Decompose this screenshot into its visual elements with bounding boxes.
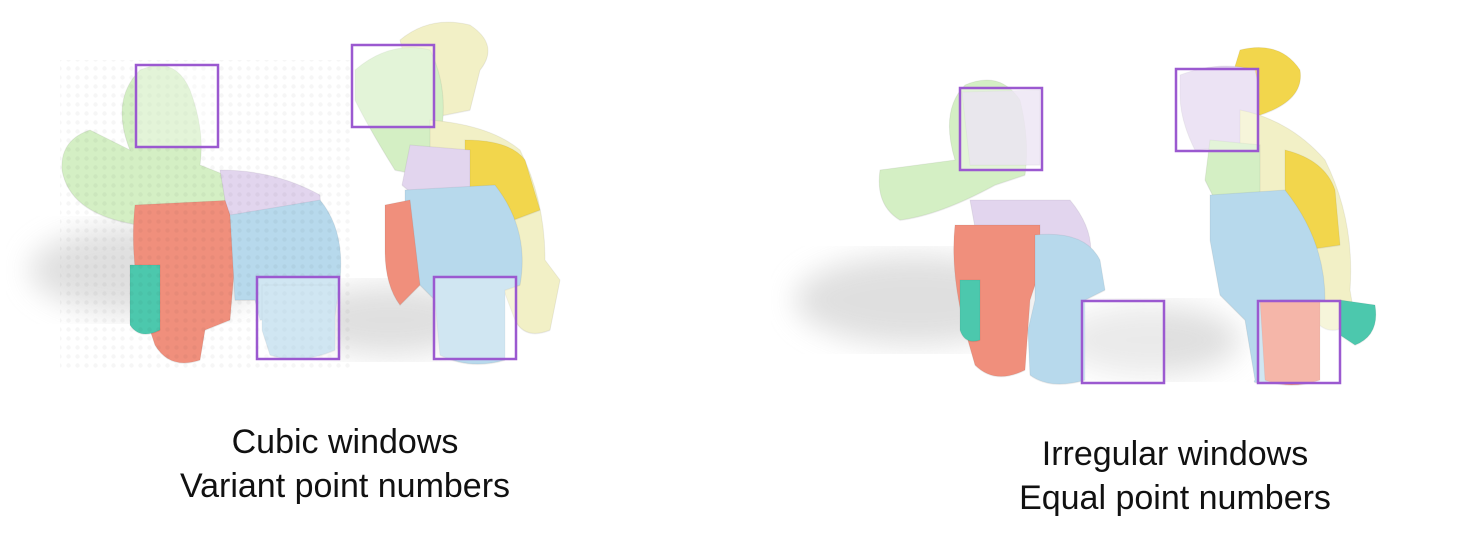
left-cubic-window-2 xyxy=(350,43,436,129)
left-cubic-window-3 xyxy=(255,275,341,361)
left-animal-front xyxy=(60,60,350,370)
left-cubic-window-1 xyxy=(134,63,220,149)
right-irregular-window-1 xyxy=(958,86,1044,172)
right-animal-front xyxy=(878,79,1106,385)
left-caption: Cubic windows Variant point numbers xyxy=(140,420,550,508)
left-cubic-window-4 xyxy=(432,275,518,361)
right-irregular-window-4 xyxy=(1256,299,1342,385)
right-irregular-window-2 xyxy=(1174,67,1260,153)
right-irregular-window-3 xyxy=(1080,299,1166,385)
right-shadow-2 xyxy=(1060,305,1240,375)
left-panel: Cubic windows Variant point numbers xyxy=(30,21,561,508)
left-caption-line2: Variant point numbers xyxy=(179,467,511,505)
left-animal-back xyxy=(354,21,561,365)
right-caption-line1: Irregular windows xyxy=(1041,435,1309,473)
left-caption-line1: Cubic windows xyxy=(231,423,459,461)
right-panel: Irregular windows Equal point numbers xyxy=(740,0,1476,542)
right-animal-back xyxy=(1179,47,1377,386)
left-voxel-illustration xyxy=(30,21,561,370)
right-caption: Irregular windows Equal point numbers xyxy=(970,432,1380,520)
right-voxel-illustration xyxy=(795,47,1377,386)
right-caption-line2: Equal point numbers xyxy=(1019,479,1331,517)
